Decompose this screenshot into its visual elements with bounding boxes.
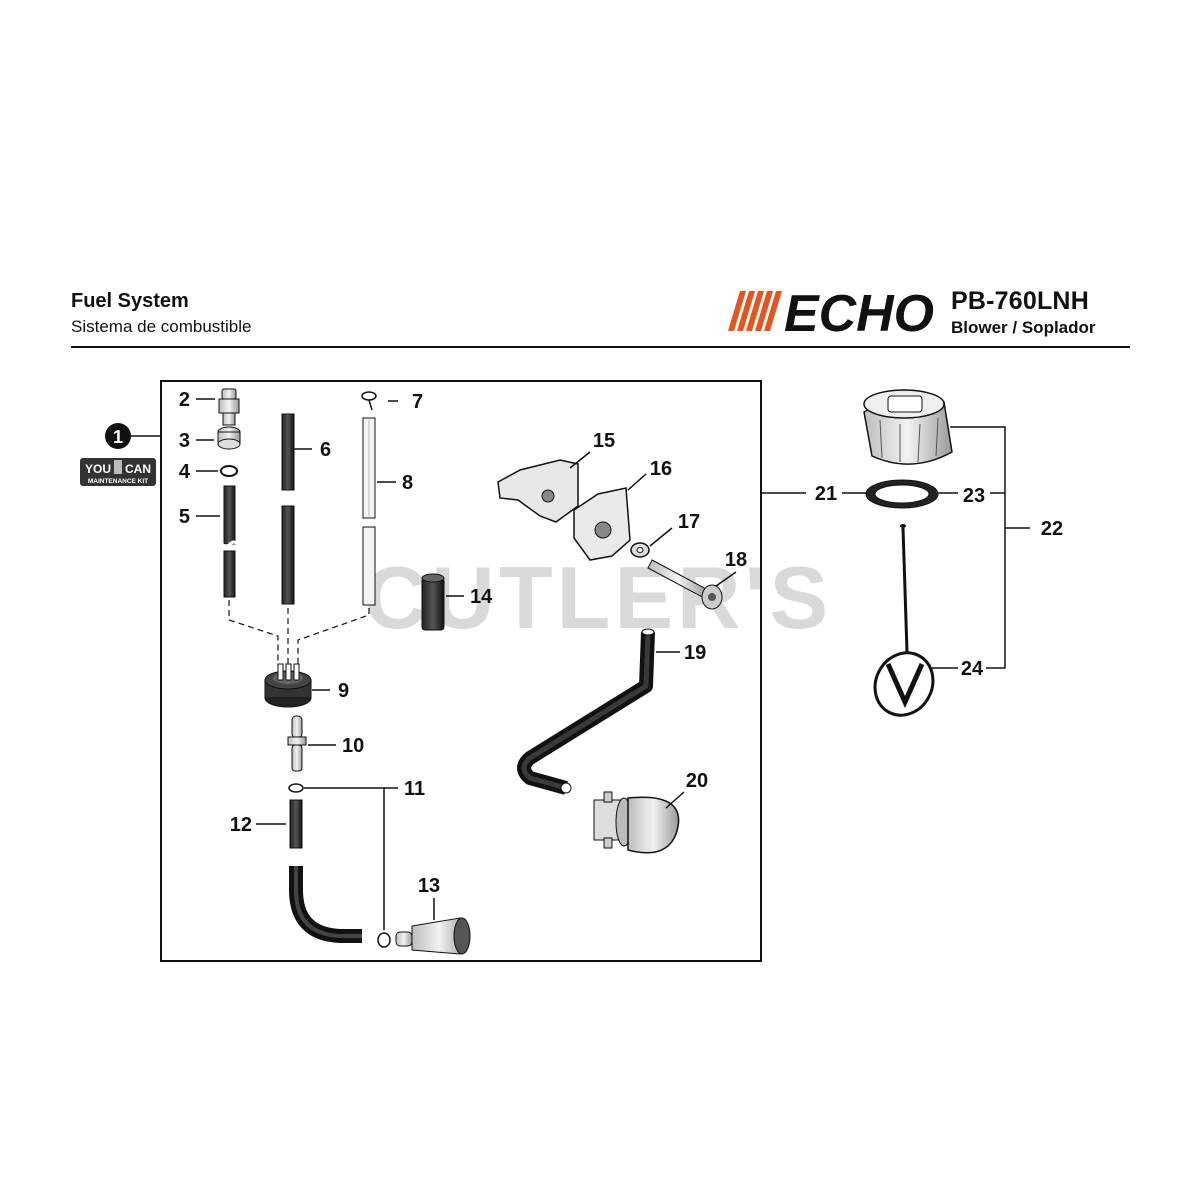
callout-24: 24 (961, 658, 984, 680)
part-sleeve-14 (421, 573, 445, 631)
callout-21: 21 (815, 483, 837, 505)
callout-15: 15 (593, 430, 615, 452)
model-description: Blower / Soplador (951, 318, 1096, 337)
kit-badge: 1 YOU CAN MAINTENANCE KIT (80, 423, 161, 486)
callout-12: 12 (230, 814, 252, 836)
kit-text-you: YOU (85, 462, 111, 476)
callout-13: 13 (418, 875, 440, 897)
part-grommet-9 (264, 663, 312, 708)
callout-23: 23 (963, 485, 985, 507)
callout-11: 11 (404, 778, 425, 800)
fuel-icon (887, 395, 923, 413)
part-bolt-18 (647, 559, 723, 610)
wrench-icon (114, 460, 122, 474)
part-connector-10 (287, 715, 307, 772)
part-fuel-line-12 (289, 799, 362, 943)
part-filter-3 (217, 426, 241, 450)
part-tube-5 (220, 485, 240, 598)
echo-logo: ECHO (728, 285, 934, 337)
callout-17: 17 (678, 511, 700, 533)
brand-stripes-icon (728, 291, 782, 331)
callout-2: 2 (179, 389, 190, 411)
callout-numbers: 2 3 4 5 6 7 8 9 10 11 12 13 14 15 16 17 … (179, 389, 1063, 897)
part-holder-16 (573, 487, 631, 561)
callout-7: 7 (412, 391, 423, 413)
part-oring-4 (220, 465, 238, 477)
callout-10: 10 (342, 735, 364, 757)
kit-text-maintenance: MAINTENANCE KIT (88, 478, 148, 485)
kit-text-can: CAN (125, 462, 151, 476)
part-clip-7 (361, 391, 377, 411)
assembly-frame (160, 380, 762, 962)
part-fuel-filter-13 (395, 917, 471, 955)
part-tube-8 (362, 417, 376, 606)
part-washer-17 (630, 542, 650, 558)
section-title: Fuel System (71, 290, 189, 312)
part-hose-19 (517, 628, 655, 795)
callout-5: 5 (179, 506, 190, 528)
badge-circle (105, 423, 131, 449)
header-divider (71, 346, 1130, 348)
brand-wordmark: ECHO (784, 285, 934, 337)
callout-22: 22 (1041, 518, 1063, 540)
part-primer-bulb-20 (593, 791, 680, 854)
part-oring-11b (377, 932, 391, 948)
callout-20: 20 (686, 770, 708, 792)
part-retainer-24 (873, 524, 935, 717)
callout-14: 14 (470, 586, 493, 608)
part-fuel-cap-22 (863, 389, 953, 465)
callout-19: 19 (684, 642, 706, 664)
part-fitting-2 (218, 388, 240, 426)
callout-4: 4 (179, 461, 191, 483)
callout-leaders (196, 398, 1030, 930)
callout-8: 8 (402, 472, 413, 494)
model-number: PB-760LNH (951, 287, 1089, 315)
part-gasket-23 (865, 479, 939, 509)
callout-16: 16 (650, 458, 672, 480)
assembly-dash-lines (228, 600, 370, 668)
callout-6: 6 (320, 439, 331, 461)
part-tube-6 (281, 413, 295, 605)
part-oring-11a (288, 783, 304, 793)
callout-3: 3 (179, 430, 190, 452)
part-bracket-15 (497, 459, 579, 523)
section-subtitle: Sistema de combustible (71, 317, 252, 336)
callout-18: 18 (725, 549, 747, 571)
badge-number: 1 (113, 427, 123, 447)
callout-9: 9 (338, 680, 349, 702)
